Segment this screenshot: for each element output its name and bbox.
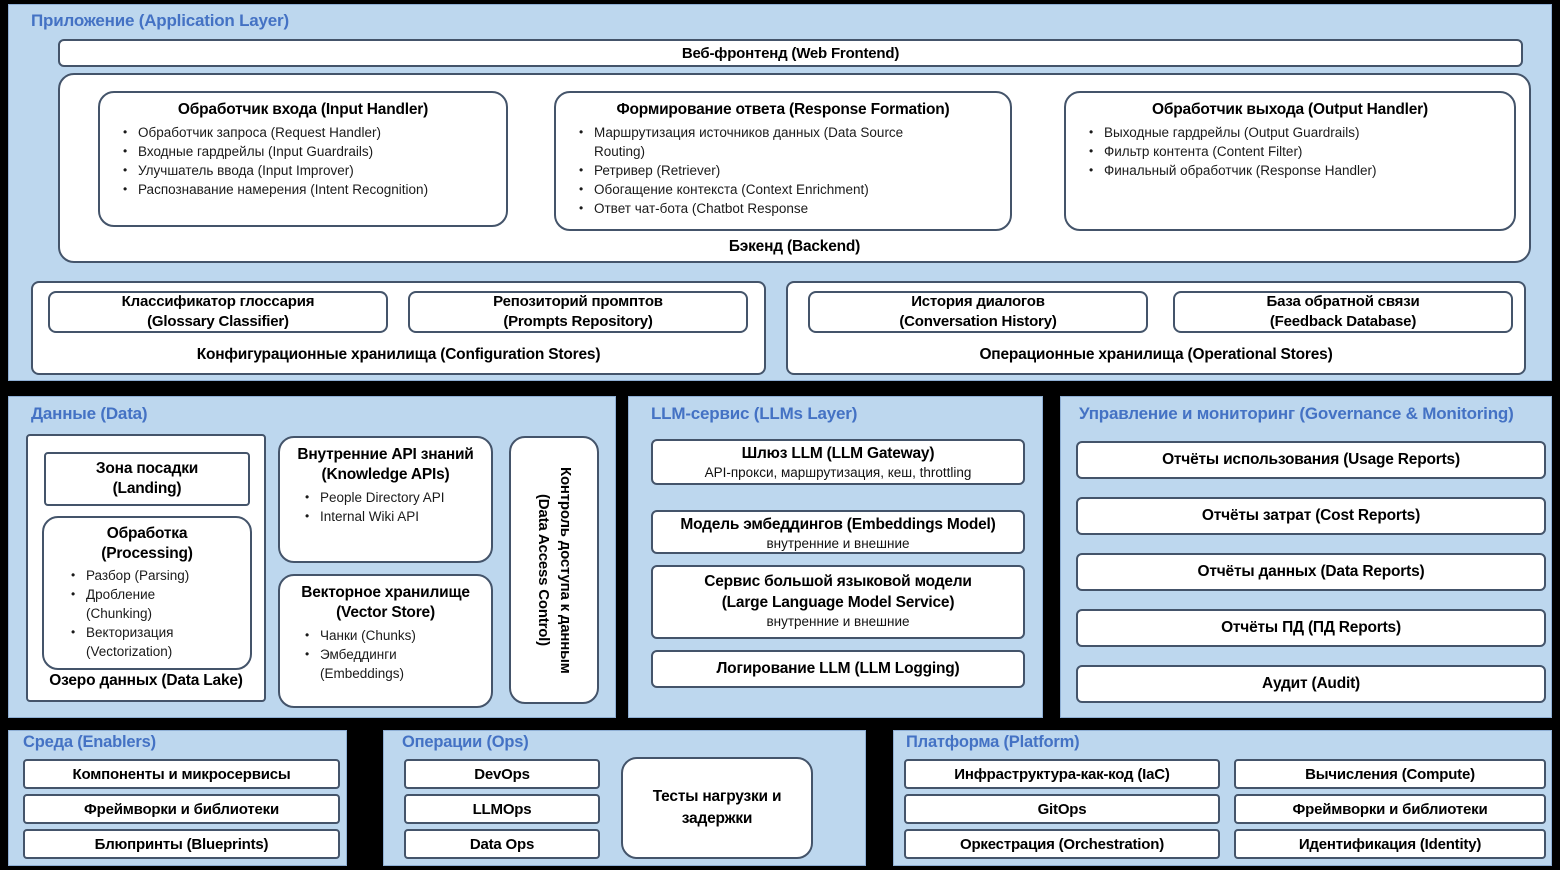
vector-store-list: Чанки (Chunks) Эмбеддинги (Embeddings) (296, 626, 438, 683)
llm-service-box: Сервис большой языковой модели (Large La… (651, 565, 1025, 639)
section-data-layer: Данные (Data) Зона посадки (Landing) Обр… (8, 396, 616, 718)
section-ops: Операции (Ops) DevOps LLMOps Data Ops Те… (383, 730, 866, 866)
processing-title: Обработка (Processing) (101, 525, 193, 562)
list-item: Эмбеддинги (Embeddings) (296, 645, 438, 683)
section-llm-layer: LLM-сервис (LLMs Layer) Шлюз LLM (LLM Ga… (628, 396, 1043, 718)
data-lake-container: Зона посадки (Landing) Обработка (Proces… (26, 434, 266, 702)
list-item: Улучшатель ввода (Input Improver) (114, 161, 498, 180)
data-reports-box: Отчёты данных (Data Reports) (1076, 553, 1546, 591)
list-item: Internal Wiki API (296, 507, 446, 526)
prompts-repository-box: Репозиторий промптов (Prompts Repository… (408, 291, 748, 333)
response-formation-title: Формирование ответа (Response Formation) (616, 101, 950, 118)
data-access-control-label: Контроль доступа к данным (Data Access C… (535, 466, 574, 674)
knowledge-apis-title: Внутренние API знаний (Knowledge APIs) (297, 446, 474, 483)
data-lake-label: Озеро данных (Data Lake) (49, 672, 243, 689)
feedback-database-box: База обратной связи (Feedback Database) (1173, 291, 1513, 333)
section-application-layer: Приложение (Application Layer) Веб-фронт… (8, 4, 1552, 381)
platform-title: Платформа (Platform) (906, 733, 1080, 751)
llm-service-title: Сервис большой языковой модели (Large La… (704, 573, 972, 611)
processing-list: Разбор (Parsing) Дробление (Chunking) Ве… (62, 566, 194, 661)
list-item: Дробление (Chunking) (62, 585, 194, 623)
list-item: Входные гардрейлы (Input Guardrails) (114, 142, 498, 161)
audit-box: Аудит (Audit) (1076, 665, 1546, 703)
components-microservices-box: Компоненты и микросервисы (23, 759, 340, 789)
dataops-box: Data Ops (404, 829, 600, 859)
list-item: Маршрутизация источников данных (Data So… (570, 123, 922, 161)
enablers-title: Среда (Enablers) (23, 733, 156, 751)
output-handler-title: Обработчик выхода (Output Handler) (1152, 101, 1428, 118)
devops-box: DevOps (404, 759, 600, 789)
input-handler-list: Обработчик запроса (Request Handler) Вхо… (100, 123, 506, 199)
llm-service-subtitle: внутренние и внешние (766, 614, 910, 629)
identity-box: Идентификация (Identity) (1234, 829, 1546, 859)
vector-store-box: Векторное хранилище (Vector Store) Чанки… (278, 574, 493, 708)
list-item: People Directory API (296, 488, 446, 507)
iac-box: Инфраструктура-как-код (IaC) (904, 759, 1220, 789)
llm-gateway-subtitle: API-прокси, маршрутизация, кеш, throttli… (704, 465, 972, 480)
backend-label: Бэкенд (Backend) (728, 238, 861, 255)
list-item: Выходные гардрейлы (Output Guardrails) (1080, 123, 1506, 142)
embeddings-model-title: Модель эмбеддингов (Embeddings Model) (680, 516, 996, 533)
processing-box: Обработка (Processing) Разбор (Parsing) … (42, 516, 252, 670)
configuration-stores-container: Классификатор глоссария (Glossary Classi… (31, 281, 766, 375)
glossary-classifier-box: Классификатор глоссария (Glossary Classi… (48, 291, 388, 333)
response-formation-list: Маршрутизация источников данных (Data So… (556, 123, 1010, 218)
list-item: Фильтр контента (Content Filter) (1080, 142, 1506, 161)
application-layer-title: Приложение (Application Layer) (31, 11, 289, 30)
response-formation-box: Формирование ответа (Response Formation)… (554, 91, 1012, 231)
operational-stores-label: Операционные хранилища (Operational Stor… (979, 346, 1333, 363)
llmops-box: LLMOps (404, 794, 600, 824)
list-item: Векторизация (Vectorization) (62, 623, 194, 661)
backend-container: Обработчик входа (Input Handler) Обработ… (58, 73, 1531, 263)
output-handler-box: Обработчик выхода (Output Handler) Выход… (1064, 91, 1516, 231)
data-layer-title: Данные (Data) (31, 404, 148, 423)
operational-stores-container: История диалогов (Conversation History) … (786, 281, 1526, 375)
web-frontend-box: Веб-фронтенд (Web Frontend) (58, 39, 1523, 67)
list-item: Ответ чат-бота (Chatbot Response (570, 199, 922, 218)
section-enablers: Среда (Enablers) Компоненты и микросерви… (8, 730, 347, 866)
cost-reports-box: Отчёты затрат (Cost Reports) (1076, 497, 1546, 535)
compute-box: Вычисления (Compute) (1234, 759, 1546, 789)
embeddings-model-box: Модель эмбеддингов (Embeddings Model) вн… (651, 510, 1025, 554)
vector-store-title: Векторное хранилище (Vector Store) (301, 584, 470, 621)
section-governance: Управление и мониторинг (Governance & Mo… (1060, 396, 1552, 718)
llm-gateway-box: Шлюз LLM (LLM Gateway) API-прокси, маршр… (651, 439, 1025, 485)
orchestration-box: Оркестрация (Orchestration) (904, 829, 1220, 859)
knowledge-apis-list: People Directory API Internal Wiki API (296, 488, 446, 526)
list-item: Обогащение контекста (Context Enrichment… (570, 180, 922, 199)
list-item: Ретривер (Retriever) (570, 161, 922, 180)
list-item: Финальный обработчик (Response Handler) (1080, 161, 1506, 180)
platform-frameworks-box: Фреймворки и библиотеки (1234, 794, 1546, 824)
data-access-control-box: Контроль доступа к данным (Data Access C… (509, 436, 599, 704)
governance-title: Управление и мониторинг (Governance & Mo… (1079, 404, 1514, 423)
list-item: Чанки (Chunks) (296, 626, 438, 645)
llm-logging-box: Логирование LLM (LLM Logging) (651, 650, 1025, 688)
section-platform: Платформа (Platform) Инфраструктура-как-… (893, 730, 1552, 866)
configuration-stores-label: Конфигурационные хранилища (Configuratio… (196, 346, 601, 363)
frameworks-libraries-box: Фреймворки и библиотеки (23, 794, 340, 824)
list-item: Разбор (Parsing) (62, 566, 194, 585)
list-item: Распознавание намерения (Intent Recognit… (114, 180, 498, 199)
gitops-box: GitOps (904, 794, 1220, 824)
input-handler-title: Обработчик входа (Input Handler) (177, 101, 429, 118)
load-latency-tests-box: Тесты нагрузки и задержки (621, 757, 813, 859)
knowledge-apis-box: Внутренние API знаний (Knowledge APIs) P… (278, 436, 493, 563)
conversation-history-box: История диалогов (Conversation History) (808, 291, 1148, 333)
input-handler-box: Обработчик входа (Input Handler) Обработ… (98, 91, 508, 227)
llm-gateway-title: Шлюз LLM (LLM Gateway) (741, 445, 935, 462)
landing-zone-box: Зона посадки (Landing) (44, 452, 250, 506)
ops-title: Операции (Ops) (402, 733, 529, 751)
output-handler-list: Выходные гардрейлы (Output Guardrails) Ф… (1066, 123, 1514, 180)
usage-reports-box: Отчёты использования (Usage Reports) (1076, 441, 1546, 479)
list-item: Обработчик запроса (Request Handler) (114, 123, 498, 142)
blueprints-box: Блюпринты (Blueprints) (23, 829, 340, 859)
pd-reports-box: Отчёты ПД (ПД Reports) (1076, 609, 1546, 647)
embeddings-model-subtitle: внутренние и внешние (766, 536, 910, 551)
llm-layer-title: LLM-сервис (LLMs Layer) (651, 404, 858, 423)
